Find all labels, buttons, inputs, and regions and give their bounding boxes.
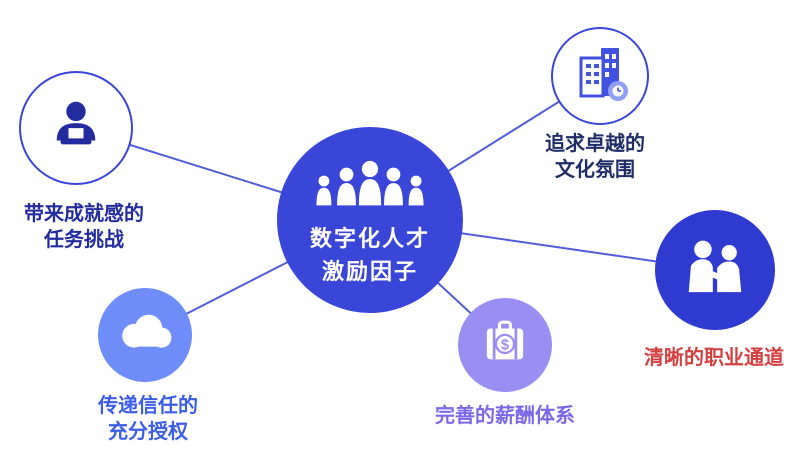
- node-culture-circle: [551, 27, 649, 125]
- node-empowerment-label: 传递信任的 充分授权: [60, 393, 236, 445]
- person-laptop-icon: [45, 95, 107, 162]
- node-compensation-label: 完善的薪酬体系: [400, 403, 610, 429]
- node-career-path-circle: [655, 210, 775, 330]
- briefcase-dollar-icon: $: [476, 314, 534, 377]
- label-line: 清晰的职业通道: [644, 347, 784, 369]
- cloud-icon: [114, 311, 176, 360]
- label-line: 带来成就感的: [24, 203, 144, 225]
- building-clock-icon: [568, 42, 632, 111]
- center-title-line1: 数字化人才: [309, 225, 430, 251]
- node-compensation-circle: $: [458, 298, 552, 392]
- center-title-line2: 激励因子: [321, 258, 418, 284]
- center-node: 数字化人才 激励因子: [277, 127, 463, 313]
- node-empowerment-circle: [98, 288, 192, 382]
- label-line: 任务挑战: [44, 229, 124, 251]
- node-task-challenge-label: 带来成就感的 任务挑战: [0, 201, 168, 253]
- dollar-symbol: $: [501, 337, 509, 353]
- handshake-people-icon: [680, 233, 750, 308]
- label-line: 文化氛围: [555, 159, 635, 181]
- node-task-challenge-circle: [19, 71, 133, 185]
- label-line: 追求卓越的: [545, 133, 645, 155]
- people-group-icon: [311, 153, 429, 214]
- label-line: 传递信任的: [98, 395, 198, 417]
- node-career-path-label: 清晰的职业通道: [608, 345, 801, 371]
- label-line: 完善的薪酬体系: [435, 405, 575, 427]
- node-culture-label: 追求卓越的 文化氛围: [505, 131, 685, 183]
- label-line: 充分授权: [108, 421, 188, 443]
